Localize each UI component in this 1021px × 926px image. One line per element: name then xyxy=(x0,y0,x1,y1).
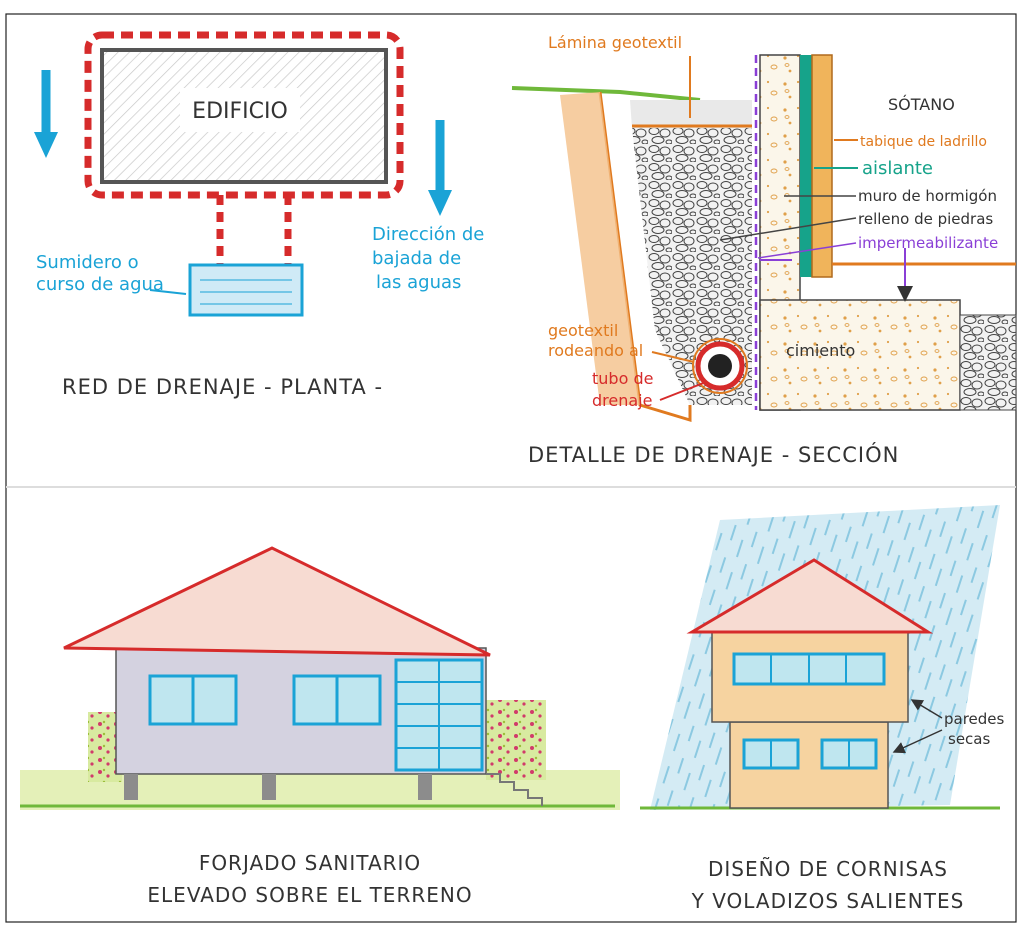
insulation-layer xyxy=(800,55,812,277)
plan-caption: RED DE DRENAJE - PLANTA - xyxy=(62,375,383,399)
soil-cut xyxy=(560,92,640,405)
dry-walls-label-line1: paredes xyxy=(944,710,1005,728)
overhangs-panel: paredes secas DISEÑO DE CORNISAS Y VOLAD… xyxy=(640,505,1005,913)
section-caption: DETALLE DE DRENAJE - SECCIÓN xyxy=(528,442,899,467)
support-pillar xyxy=(124,774,138,800)
raised-floor-panel: FORJADO SANITARIO ELEVADO SOBRE EL TERRE… xyxy=(20,546,620,907)
brick-partition xyxy=(811,54,833,278)
overhangs-caption-line1: DISEÑO DE CORNISAS xyxy=(708,857,948,881)
direction-label-line1: Dirección de xyxy=(372,224,484,245)
sump-basin xyxy=(188,263,304,317)
drainage-plan-panel: EDIFICIO Sumidero o curso de agua Direcc… xyxy=(34,31,484,399)
geotextile-wrap-label-line1: geotextil xyxy=(548,321,618,340)
perimeter-drain xyxy=(84,31,404,199)
basement-label: SÓTANO xyxy=(888,95,955,114)
drain-pipe-label-line2: drenaje xyxy=(592,391,652,410)
support-pillar xyxy=(262,774,276,800)
foundation xyxy=(759,299,961,411)
pointer-arrow-icon xyxy=(910,699,943,719)
direction-label-line3: las aguas xyxy=(376,272,461,293)
brick-partition-label: tabique de ladrillo xyxy=(860,134,987,150)
drainage-section-panel: Lámina geotextil SÓTANO tabique de ladri… xyxy=(511,33,1017,467)
overhangs-caption-line2: Y VOLADIZOS SALIENTES xyxy=(691,889,965,913)
concrete-wall-label: muro de hormigón xyxy=(858,187,997,205)
insulation-label: aislante xyxy=(862,158,933,179)
building-label: EDIFICIO xyxy=(192,99,288,124)
dry-walls-label-line2: secas xyxy=(948,730,990,748)
sump-label-line1: Sumidero o xyxy=(36,252,139,273)
pointer-arrow-icon xyxy=(892,729,943,754)
house-roof xyxy=(63,546,491,657)
stone-fill xyxy=(632,128,752,405)
waterproofing-label: impermeabilizante xyxy=(858,234,998,252)
building-footprint xyxy=(100,48,388,184)
raised-floor-caption-line1: FORJADO SANITARIO xyxy=(199,851,421,875)
ground-line xyxy=(511,86,701,102)
support-pillar xyxy=(418,774,432,800)
drain-pipe-label-line1: tubo de xyxy=(592,369,653,388)
sump-label-line2: curso de agua xyxy=(36,274,164,295)
arrow-down-icon xyxy=(34,132,58,158)
raised-floor-caption-line2: ELEVADO SOBRE EL TERRENO xyxy=(147,883,472,907)
stone-fill-label: relleno de piedras xyxy=(858,210,993,228)
arrow-down-icon xyxy=(428,190,452,216)
geotextile-wrap-label-line2: rodeando al xyxy=(548,341,643,360)
sheet-frame xyxy=(5,13,1017,923)
overhang-roof xyxy=(686,558,934,634)
entrance-steps xyxy=(486,773,543,806)
geotextile-sheet-label: Lámina geotextil xyxy=(548,33,682,52)
direction-label-line2: bajada de xyxy=(372,248,461,269)
foundation-label: cimiento xyxy=(786,341,855,360)
